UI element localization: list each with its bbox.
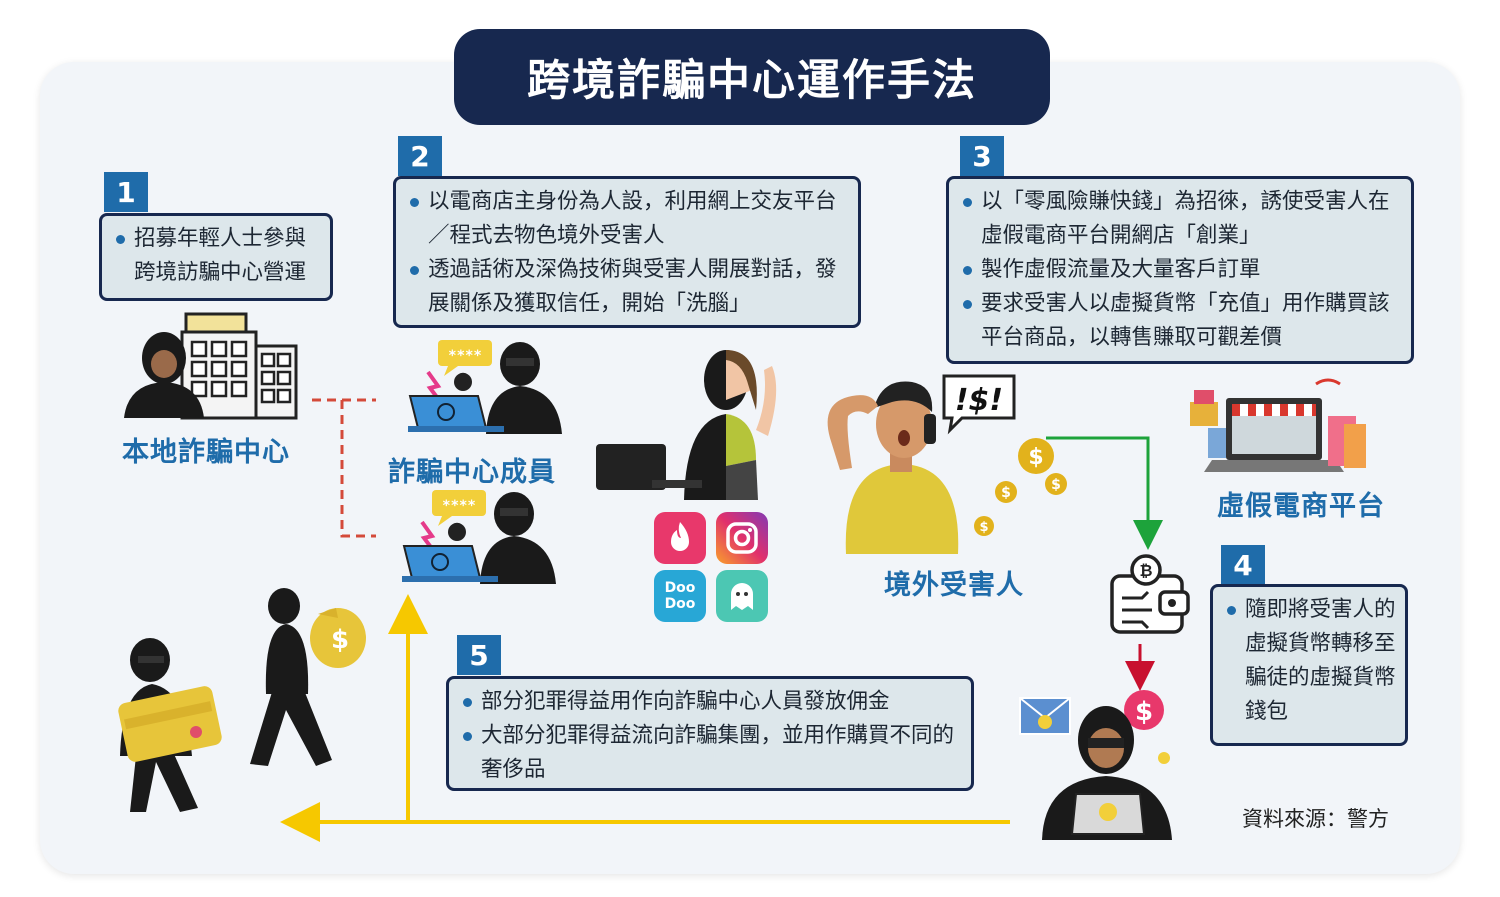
- label-victim: 境外受害人: [884, 570, 1024, 601]
- member-hacker-2-illustration: ****: [402, 490, 556, 584]
- instagram-app-icon: [716, 512, 768, 564]
- page-title: 跨境詐騙中心運作手法: [454, 29, 1050, 125]
- svg-text:₿: ₿: [1139, 561, 1152, 580]
- step-2-box: 以電商店主身份為人設，利用網上交友平台／程式去物色境外受害人 透過話術及深偽技術…: [393, 176, 861, 328]
- criminal-with-moneybag-illustration: $: [250, 588, 366, 766]
- dashed-bracket: [312, 398, 376, 538]
- label-local-center: 本地詐騙中心: [122, 437, 290, 468]
- dooduo-app-text: Doo Doo: [664, 580, 696, 612]
- step-3-box: 以「零風險賺快錢」為招徠，誘使受害人在虛假電商平台開網店「創業」 製作虛假流量及…: [946, 176, 1414, 364]
- step-5-number: 5: [457, 635, 501, 675]
- coins-illustration: $ $ $ $: [974, 438, 1067, 536]
- shout-bubble-text: !$!: [955, 383, 1003, 418]
- step-3-bullet-1: 以「零風險賺快錢」為招徠，誘使受害人在虛假電商平台開網店「創業」: [961, 185, 1401, 253]
- coin-dollar-4: $: [979, 520, 988, 535]
- payout-dollar-text: $: [1135, 697, 1153, 727]
- ghost-app-icon: [716, 570, 768, 622]
- step-4-number: 4: [1221, 545, 1265, 585]
- deepfake-persona-illustration: [596, 350, 777, 500]
- step-2-bullet-1: 以電商店主身份為人設，利用網上交友平台／程式去物色境外受害人: [408, 185, 848, 253]
- step-4-box: 隨即將受害人的虛擬貨幣轉移至騙徒的虛擬貨幣錢包: [1210, 584, 1408, 746]
- step-5-bullet-2: 大部分犯罪得益流向詐騙集團，並用作購買不同的奢侈品: [461, 719, 961, 787]
- password-bubble-text: ****: [442, 498, 476, 514]
- green-flow: [1046, 436, 1163, 550]
- moneybag-dollar-text: $: [331, 625, 349, 655]
- step-3-number: 3: [960, 136, 1004, 176]
- fake-platform-illustration: [1190, 378, 1366, 472]
- victim-illustration: [827, 381, 959, 554]
- step-1-box: 招募年輕人士參與跨境訪騙中心營運: [99, 213, 333, 301]
- step-5-box: 部分犯罪得益用作向詐騙中心人員發放佣金 大部分犯罪得益流向詐騙集團，並用作購買不…: [446, 676, 974, 791]
- step-5-bullet-1: 部分犯罪得益用作向詐騙中心人員發放佣金: [461, 685, 961, 719]
- label-fake-platform: 虛假電商平台: [1217, 491, 1385, 522]
- local-center-illustration: [124, 312, 298, 420]
- step-1-bullet-1: 招募年輕人士參與跨境訪騙中心營運: [114, 222, 324, 290]
- scammer-receiver-illustration: $: [1019, 690, 1172, 840]
- crypto-wallet-icon: ₿: [1110, 554, 1190, 634]
- dooduo-app-icon: Doo Doo: [654, 570, 706, 622]
- step-2-number: 2: [398, 136, 442, 176]
- step-3-bullet-3: 要求受害人以虛擬貨幣「充值」用作購買該平台商品，以轉售賺取可觀差價: [961, 287, 1401, 355]
- coin-dollar-1: $: [1028, 445, 1043, 470]
- password-bubble-text: ****: [448, 348, 482, 364]
- step-3-bullet-2: 製作虛假流量及大量客戶訂單: [961, 253, 1401, 287]
- step-1-number: 1: [104, 172, 148, 212]
- label-members: 詐騙中心成員: [388, 457, 556, 488]
- step-2-bullet-2: 透過話術及深偽技術與受害人開展對話，發展關係及獲取信任，開始「洗腦」: [408, 253, 848, 321]
- shout-bubble-icon: !$!: [942, 374, 1016, 435]
- tinder-app-icon: [654, 512, 706, 564]
- step-4-bullet-1: 隨即將受害人的虛擬貨幣轉移至騙徒的虛擬貨幣錢包: [1225, 593, 1399, 729]
- criminal-with-card-illustration: [118, 638, 222, 812]
- source-note: 資料來源：警方: [1242, 807, 1389, 831]
- member-hacker-1-illustration: ****: [408, 340, 562, 434]
- coin-dollar-3: $: [1001, 485, 1011, 501]
- coin-dollar-2: $: [1051, 477, 1061, 493]
